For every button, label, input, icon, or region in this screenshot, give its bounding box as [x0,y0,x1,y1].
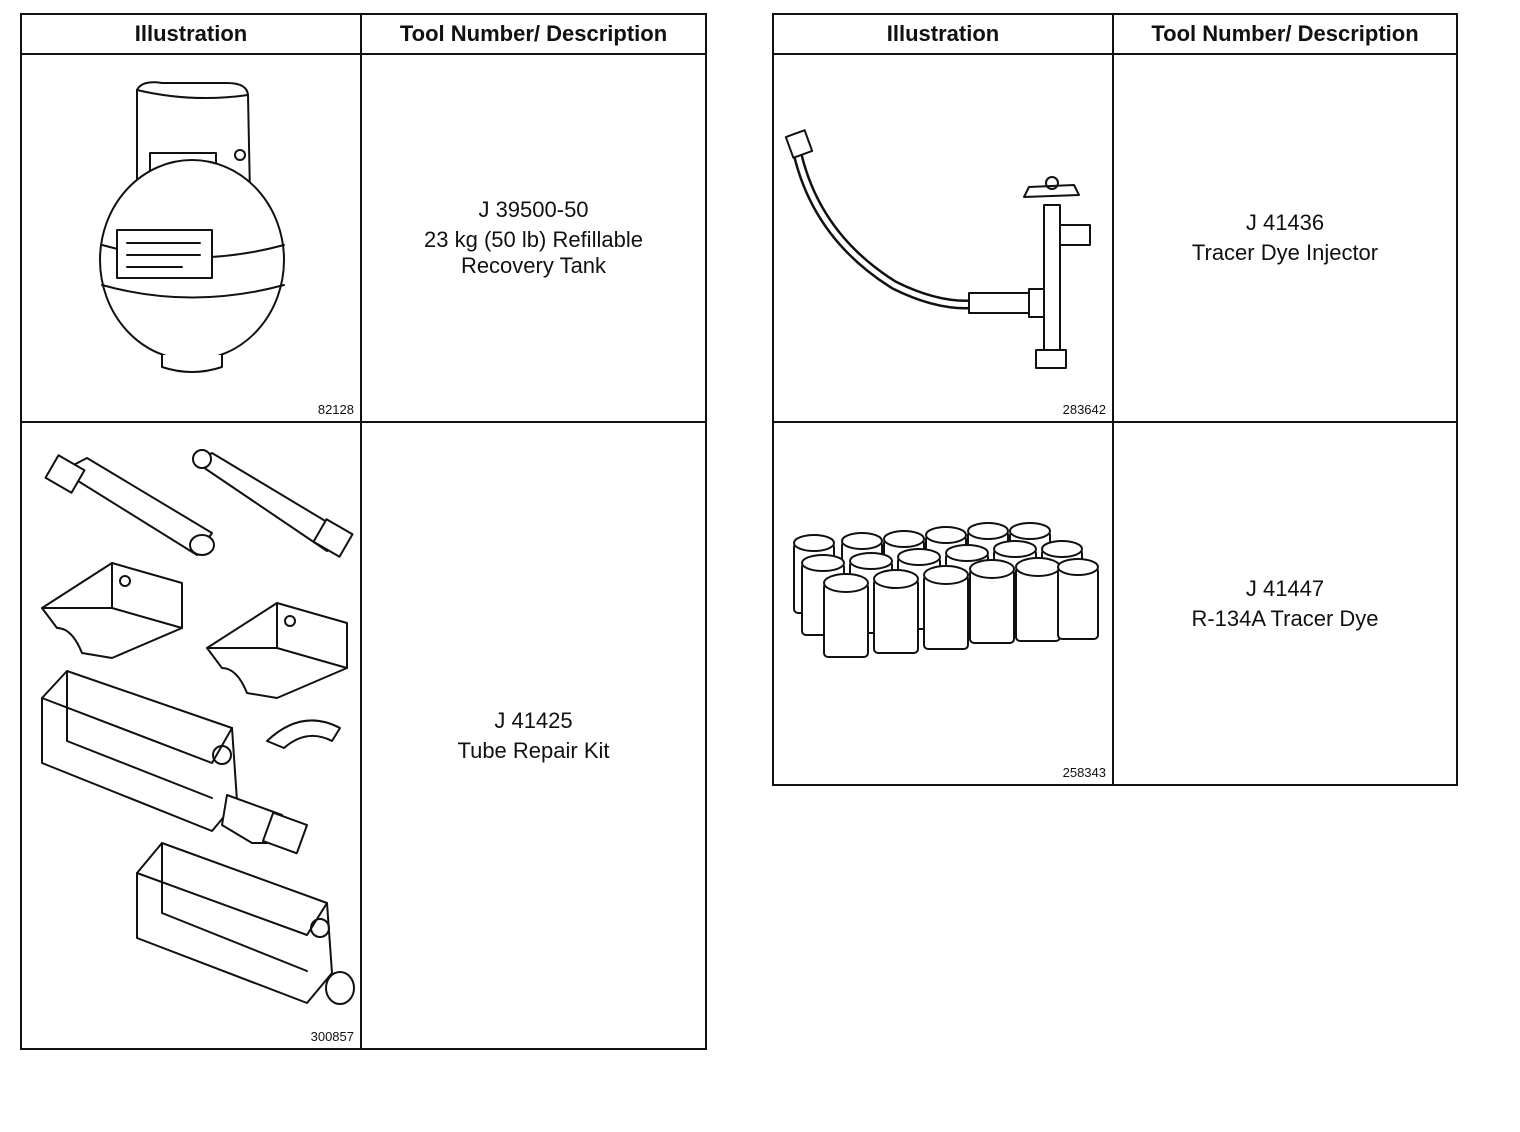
table-row: 258343 J 41447 R-134A Tracer Dye [772,421,1458,786]
recovery-tank-icon [99,81,285,373]
dye-injector-icon [784,129,1091,369]
illustration-code: 300857 [310,1029,354,1044]
tool-description: Tracer Dye Injector [1191,240,1379,265]
table-row: 82128 J 39500-50 23 kg (50 lb) Refillabl… [20,53,707,423]
illustration-code: 82128 [317,402,354,417]
table-row: 283642 J 41436 Tracer Dye Injector [772,53,1458,423]
description-cell: J 41425 Tube Repair Kit [360,421,707,1050]
description-cell: J 39500-50 23 kg (50 lb) Refillable Reco… [360,53,707,423]
illustration-cell: 300857 [20,421,362,1050]
illustration-code: 283642 [1062,402,1106,417]
description-cell: J 41447 R-134A Tracer Dye [1112,421,1458,786]
illustration-header: Illustration [772,13,1114,55]
tool-number: J 41436 [1245,210,1325,235]
illustration-cell: 82128 [20,53,362,423]
illustration-cell: 258343 [772,421,1114,786]
tool-description: Tube Repair Kit [457,737,610,763]
description-cell: J 41436 Tracer Dye Injector [1112,53,1458,423]
tool-number: J 41425 [494,707,573,733]
header-row: Illustration Tool Number/ Description [772,13,1458,55]
tool-header: Tool Number/ Description [1112,13,1458,55]
header-row: Illustration Tool Number/ Description [20,13,707,55]
tool-description: 23 kg (50 lb) Refillable Recovery Tank [362,227,705,279]
description-line-1: 23 kg (50 lb) Refillable [424,227,643,252]
tube-repair-kit-icon [41,449,355,1005]
right-tool-table: Illustration Tool Number/ Description 28… [772,13,1458,786]
tool-description: R-134A Tracer Dye [1191,605,1379,631]
dye-bottles-icon [793,522,1099,658]
illustration-cell: 283642 [772,53,1114,423]
tool-number: J 39500-50 [478,197,589,222]
illustration-header: Illustration [20,13,362,55]
tool-number: J 41447 [1245,575,1325,601]
description-line-2: Recovery Tank [460,253,607,278]
table-row: 300857 J 41425 Tube Repair Kit [20,421,707,1050]
illustration-code: 258343 [1062,765,1106,780]
left-tool-table: Illustration Tool Number/ Description 82… [20,13,707,1050]
tool-header: Tool Number/ Description [360,13,707,55]
